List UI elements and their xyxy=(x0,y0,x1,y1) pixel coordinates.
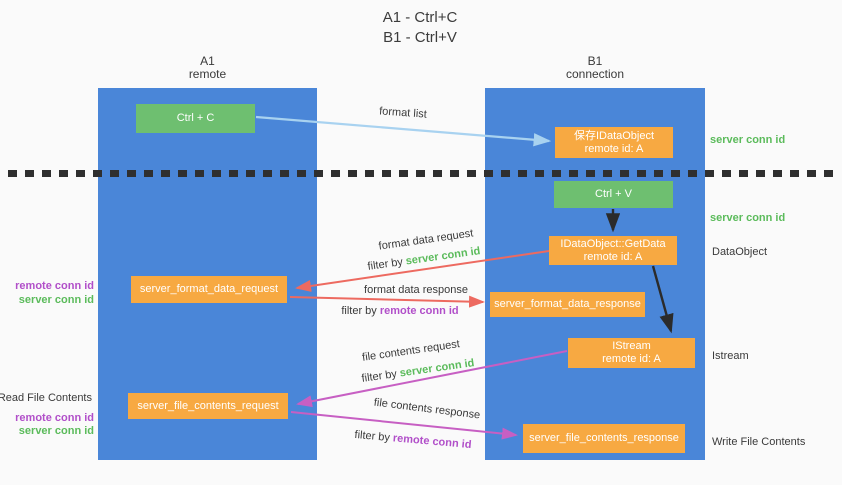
ctrl-c-label: Ctrl + C xyxy=(176,112,215,124)
format-request-label: server_format_data_request xyxy=(139,283,279,295)
server-conn-id-text: server conn id xyxy=(404,245,482,268)
remote-conn-id-label: remote conn id xyxy=(15,280,94,292)
arrow-format-data-response xyxy=(289,295,485,308)
remote-conn-id-label: remote conn id xyxy=(15,412,94,424)
lane-a1-role: remote xyxy=(188,67,227,81)
getdata-line1: IDataObject::GetData xyxy=(560,237,666,250)
file-response-label: server_file_contents_response xyxy=(529,432,679,444)
server-conn-id-label: server conn id xyxy=(18,425,94,437)
read-file-contents-label: Read File Contents xyxy=(0,392,92,404)
left-conn-id-pair-2: remote conn id server conn id xyxy=(15,412,94,438)
node-server-file-contents-response: server_file_contents_response xyxy=(523,424,685,453)
node-server-format-data-request: server_format_data_request xyxy=(131,276,287,303)
left-conn-id-pair-1: remote conn id server conn id xyxy=(15,279,94,307)
lane-header-a1: A1 remote xyxy=(98,55,317,81)
remote-conn-id-text: remote conn id xyxy=(379,305,459,317)
istream-label: Istream xyxy=(712,350,749,362)
node-save-idataobject: 保存IDataObject remote id: A xyxy=(555,127,673,158)
getdata-line2: remote id: A xyxy=(583,250,643,263)
write-file-contents-label: Write File Contents xyxy=(712,436,806,448)
node-ctrl-v: Ctrl + V xyxy=(554,181,673,208)
dataobject-label: DataObject xyxy=(712,246,768,258)
server-conn-id-label: server conn id xyxy=(18,294,94,306)
format-response-label: server_format_data_response xyxy=(494,298,641,310)
label-file-contents-response: file contents response xyxy=(373,396,481,422)
diagram-title: A1 - Ctrl+C B1 - Ctrl+V xyxy=(310,8,530,48)
save-idataobject-line1: 保存IDataObject xyxy=(573,129,655,142)
label-format-data-response: format data response xyxy=(364,284,468,296)
node-idataobject-getdata: IDataObject::GetData remote id: A xyxy=(549,236,677,265)
node-ctrl-c: Ctrl + C xyxy=(136,104,255,133)
title-line-2: B1 - Ctrl+V xyxy=(383,29,457,46)
label-format-list: format list xyxy=(378,105,428,121)
istream-line2: remote id: A xyxy=(602,353,661,365)
filter-by-text: filter by xyxy=(354,428,391,444)
filter-by-text: filter by xyxy=(366,256,404,273)
node-server-format-data-response: server_format_data_response xyxy=(490,292,645,317)
save-idataobject-line2: remote id: A xyxy=(584,142,644,155)
file-request-label: server_file_contents_request xyxy=(137,399,279,412)
filter-by-text: filter by xyxy=(341,305,377,317)
lane-b1-name: B1 xyxy=(587,54,603,68)
node-istream: IStream remote id: A xyxy=(568,338,695,368)
server-conn-id-text: server conn id xyxy=(398,357,476,380)
machine-boundary-dashed-line xyxy=(8,170,836,177)
title-line-1: A1 - Ctrl+C xyxy=(382,9,458,26)
server-conn-id-right-top: server conn id xyxy=(710,134,786,146)
server-conn-id-right-mid: server conn id xyxy=(710,212,786,224)
ctrl-v-label: Ctrl + V xyxy=(595,188,632,200)
lane-b1-role: connection xyxy=(565,67,625,81)
remote-conn-id-text: remote conn id xyxy=(392,432,472,452)
lane-header-b1: B1 connection xyxy=(485,55,705,81)
arrow-file-contents-response xyxy=(290,411,518,440)
node-server-file-contents-request: server_file_contents_request xyxy=(128,393,288,419)
filter-by-text: filter by xyxy=(360,368,398,385)
istream-line1: IStream xyxy=(612,340,651,352)
lane-a1-name: A1 xyxy=(200,54,215,68)
